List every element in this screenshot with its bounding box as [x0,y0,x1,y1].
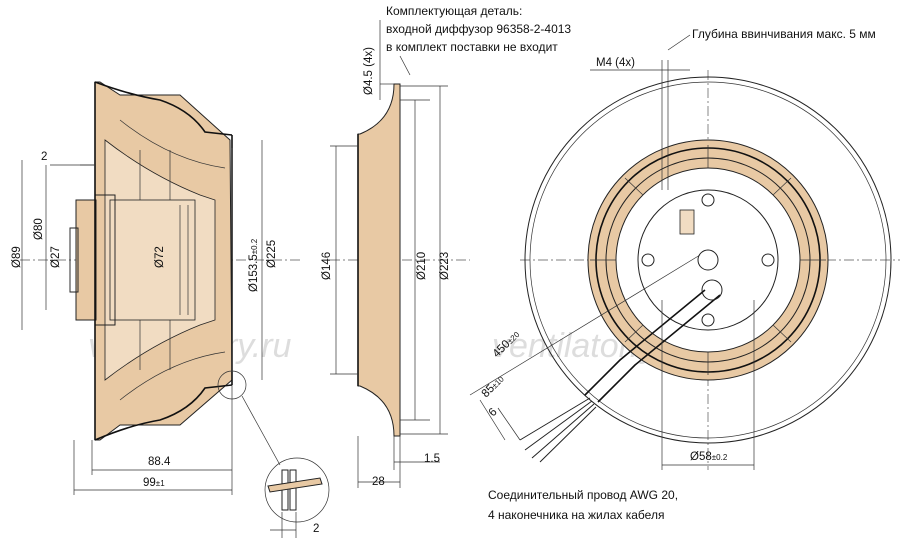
dim-d27: Ø27 [50,246,62,268]
dim-d210: Ø210 [416,252,428,280]
dim-d223: Ø223 [439,252,451,280]
note-depth: Глубина ввинчивания макс. 5 мм [692,27,876,41]
dim-d89: Ø89 [11,246,23,268]
note-part-title: Комплектующая деталь: [386,4,522,18]
dim-d80: Ø80 [33,218,45,240]
dim-d153: Ø153.5±0.2 [248,238,260,292]
note-cable-line1: Соединительный провод AWG 20, [488,488,678,502]
dim-w88: 88.4 [148,456,171,468]
fan-front-view [469,34,900,470]
dim-d146: Ø146 [321,252,333,280]
dim-w28: 28 [372,476,385,488]
dim-gap2-bottom: 2 [313,523,319,535]
detail-inset [264,457,330,538]
dim-w15: 1.5 [424,453,440,465]
dim-cable6: 6 [487,406,500,419]
dim-gap2-top: 2 [41,151,47,163]
note-cable-line2: 4 наконечника на жилах кабеля [488,508,664,522]
note-part-line2: в комплект поставки не входит [386,40,558,54]
dim-d225: Ø225 [266,240,278,268]
dim-cable85: 85±10 [480,373,507,400]
dim-d58: Ø58±0.2 [690,451,728,463]
note-part-line1: входной диффузор 96358-2-4013 [386,22,571,36]
dim-d72: Ø72 [154,246,166,268]
diffuser-side-view [330,20,470,488]
dim-hole45: Ø4.5 (4x) [363,47,375,95]
dim-w99: 99±1 [143,477,165,489]
label-m4: M4 (4x) [596,57,635,69]
fan-side-view [20,81,300,495]
